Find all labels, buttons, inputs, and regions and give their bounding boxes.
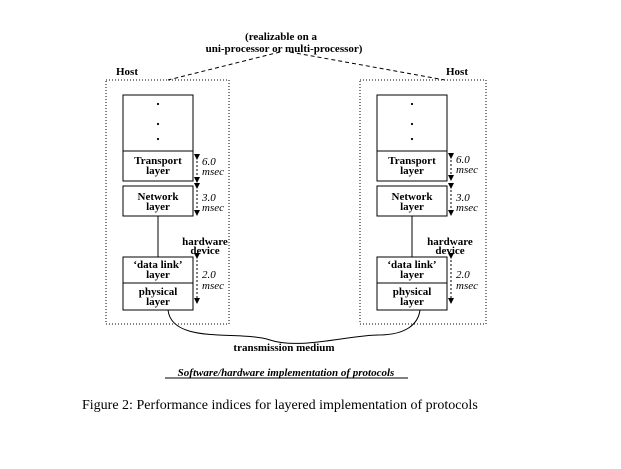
figure-caption: Figure 2: Performance indices for layere… bbox=[82, 398, 478, 413]
physical-label: physical bbox=[392, 286, 432, 298]
latency-network: 3.0 bbox=[456, 192, 470, 204]
physical-layer-box bbox=[122, 282, 194, 311]
note-line-left bbox=[167, 51, 281, 81]
transport-sublabel: layer bbox=[146, 165, 170, 177]
data-link-label: ‘data link’ bbox=[133, 259, 183, 271]
hardware-device-sublabel: device bbox=[190, 245, 220, 257]
hardware-device-label: hardware bbox=[427, 236, 473, 248]
host-left bbox=[105, 79, 230, 325]
network-label: Network bbox=[391, 191, 433, 203]
latency-network-unit: msec bbox=[202, 202, 224, 214]
host-right-label: Host bbox=[446, 66, 468, 78]
latency-hardware: 2.0 bbox=[456, 269, 470, 281]
host-right-boundary bbox=[359, 79, 487, 325]
latency-transport-unit: msec bbox=[456, 164, 478, 176]
transport-layer-box bbox=[122, 150, 194, 182]
latency-hardware-unit: msec bbox=[202, 280, 224, 292]
transport-sublabel: layer bbox=[400, 165, 424, 177]
latency-transport: 6.0 bbox=[202, 156, 216, 168]
diagram-subtitle: Software/hardware implementation of prot… bbox=[177, 367, 395, 379]
top-note-line2: uni-processor or multi-processor) bbox=[205, 43, 363, 55]
transmission-medium-curve bbox=[167, 309, 421, 344]
host-left-label: Host bbox=[116, 66, 138, 78]
transmission-medium-label: transmission medium bbox=[233, 342, 335, 354]
hardware-device-label: hardware bbox=[182, 236, 228, 248]
transport-label: Transport bbox=[388, 155, 436, 167]
latency-transport: 6.0 bbox=[456, 154, 470, 166]
note-line-right bbox=[289, 51, 446, 81]
network-label: Network bbox=[137, 191, 179, 203]
latency-transport-unit: msec bbox=[202, 166, 224, 178]
top-note-line1: (realizable on a bbox=[245, 31, 317, 43]
physical-sublabel: layer bbox=[146, 296, 170, 308]
host-right bbox=[359, 79, 487, 325]
transport-layer-box bbox=[376, 150, 448, 182]
data-link-label: ‘data link’ bbox=[387, 259, 437, 271]
host-left-boundary bbox=[105, 79, 230, 325]
latency-network-unit: msec bbox=[456, 202, 478, 214]
latency-hardware: 2.0 bbox=[202, 269, 216, 281]
network-sublabel: layer bbox=[146, 201, 170, 213]
latency-hardware-unit: msec bbox=[456, 280, 478, 292]
physical-label: physical bbox=[138, 286, 178, 298]
hardware-device-sublabel: device bbox=[435, 245, 465, 257]
latency-network: 3.0 bbox=[202, 192, 216, 204]
physical-layer-box bbox=[376, 282, 448, 311]
network-sublabel: layer bbox=[400, 201, 424, 213]
data-link-sublabel: layer bbox=[146, 269, 170, 281]
data-link-sublabel: layer bbox=[400, 269, 424, 281]
transport-label: Transport bbox=[134, 155, 182, 167]
physical-sublabel: layer bbox=[400, 296, 424, 308]
